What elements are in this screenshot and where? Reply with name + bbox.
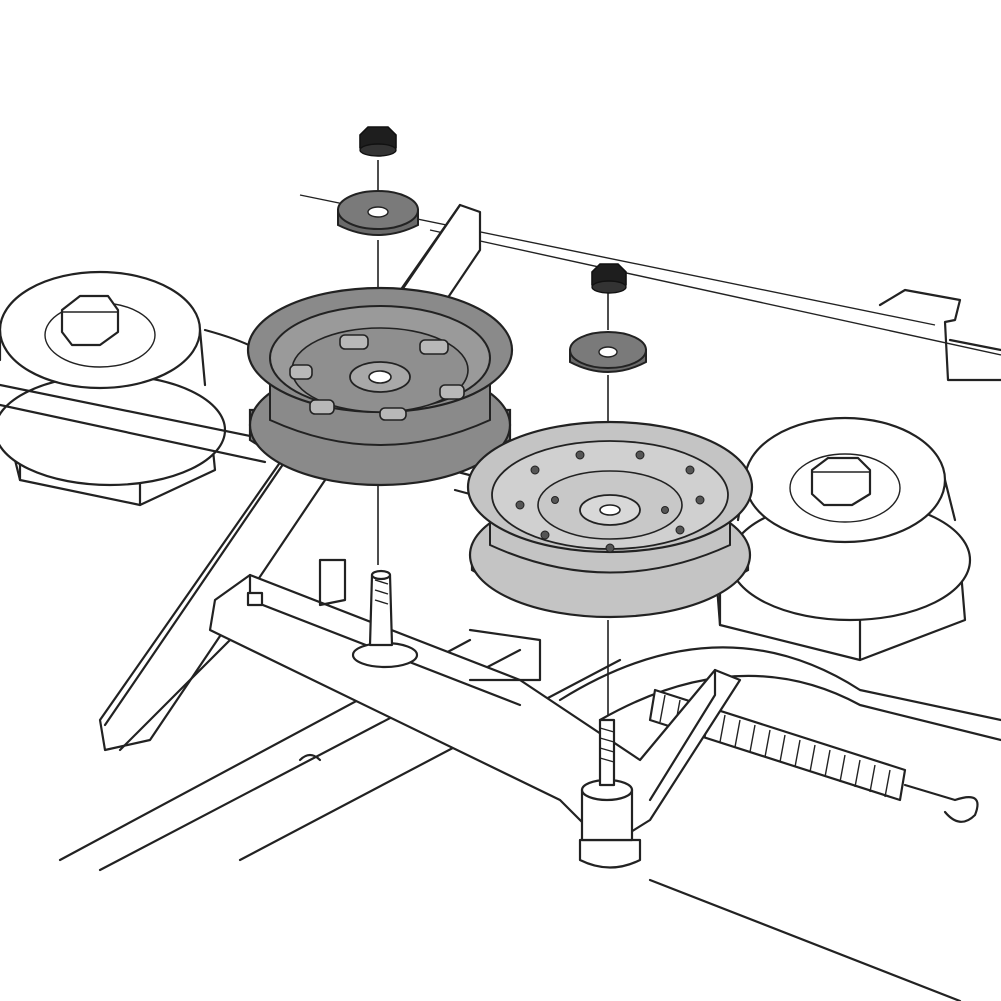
right-idler-shaft	[578, 718, 642, 869]
right-lock-nut-icon	[591, 263, 627, 294]
hex-nut-icon	[60, 294, 120, 347]
deck-outline	[298, 753, 962, 1001]
pulley-slot-icons	[289, 334, 465, 421]
left-lock-nut-icon	[359, 126, 397, 157]
left-washer	[337, 190, 419, 236]
pulley-hole-icons	[515, 450, 705, 553]
hex-nut-icon	[810, 456, 872, 507]
dark-idler-pulley	[246, 286, 514, 487]
assembly-axis-lines	[377, 160, 609, 715]
left-spindle-pulley	[0, 270, 227, 507]
light-idler-pulley	[466, 420, 754, 619]
right-spindle-pulley	[713, 416, 972, 662]
left-idler-shaft	[351, 569, 419, 669]
right-washer	[569, 331, 647, 373]
